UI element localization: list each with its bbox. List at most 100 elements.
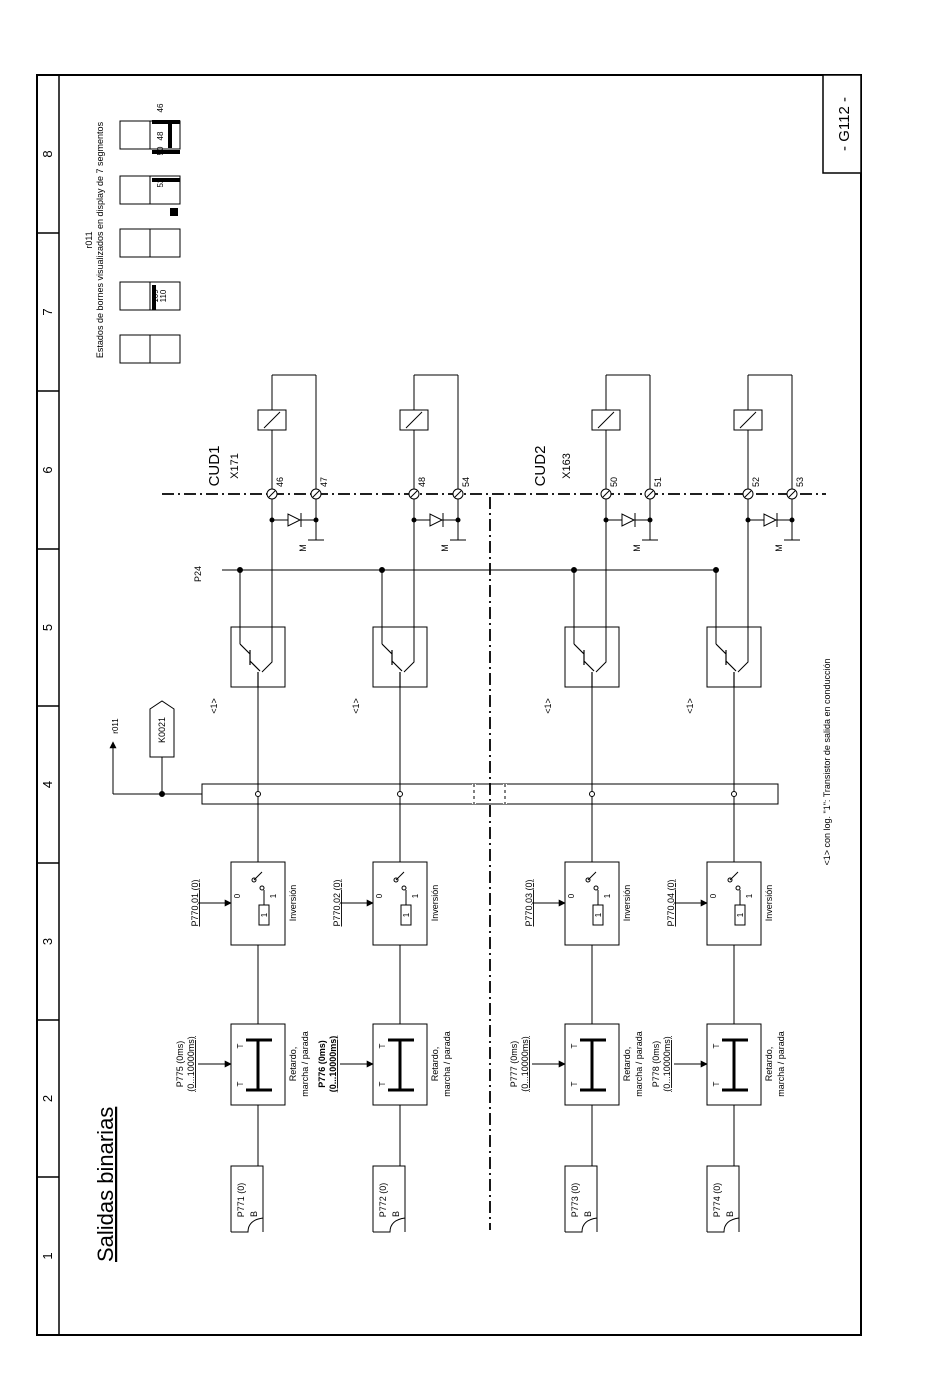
timer-t: T [236, 1081, 245, 1086]
timer-t: T [570, 1081, 579, 1086]
transistor-symbol [715, 643, 737, 687]
delay-param: P778 (0ms) [651, 1041, 661, 1088]
bus-tap [397, 791, 403, 797]
inv-param: P770.04 (0) [666, 879, 676, 926]
inversion-block [230, 861, 286, 946]
terminal-b-label: 47 [319, 477, 329, 487]
delay-caption: marcha / parada [442, 1031, 452, 1097]
note-mark: <1> [209, 698, 219, 714]
relay-coil-mark [739, 411, 757, 429]
terminal-b-label: 51 [653, 477, 663, 487]
terminal-a-mark [602, 490, 610, 498]
supply-junction [713, 567, 719, 573]
delay-symbol [388, 1038, 414, 1092]
delay-range: (0...10000ms) [520, 1036, 530, 1092]
cud2-name: CUD2 [532, 446, 549, 487]
relay-coil-mark [405, 411, 423, 429]
supply-junction [237, 567, 243, 573]
emitter-wire [737, 520, 749, 673]
inv-contact [401, 885, 407, 891]
seg-label-50: 50 [156, 146, 165, 155]
delay-caption: Retardo, [288, 1047, 298, 1082]
diode-junction [745, 517, 751, 523]
delay-caption: marcha / parada [776, 1031, 786, 1097]
segment-box [119, 120, 151, 150]
inv-param: P770.01 (0) [190, 879, 200, 926]
inv-contact [593, 885, 599, 891]
source-box-notch [373, 1217, 406, 1233]
source-param: P774 (0) [712, 1183, 722, 1218]
delay-symbol [580, 1038, 606, 1092]
timer-t: T [570, 1043, 579, 1048]
inv-contact [251, 877, 257, 883]
inversion-block [706, 861, 762, 946]
relay-coil-mark [597, 411, 615, 429]
source-box [372, 1165, 406, 1232]
diode-symbol [429, 513, 444, 527]
source-type: B [249, 1211, 259, 1217]
inv-caption: Inversión [622, 885, 632, 922]
display-param: r011 [84, 231, 94, 248]
terminal-b-mark [788, 490, 796, 498]
delay-symbol [722, 1038, 748, 1092]
source-type: B [725, 1211, 735, 1217]
column-number: 1 [40, 1252, 55, 1259]
inv-caption: Inversión [430, 885, 440, 922]
seg-label-109: 109 [151, 289, 160, 303]
inv-param: P770.02 (0) [332, 879, 342, 926]
source-box-notch [231, 1217, 264, 1233]
diode-symbol [287, 513, 302, 527]
page-id: - G112 - [836, 97, 853, 151]
display-caption: Estados de bornes visualizados en displa… [95, 121, 105, 358]
emitter-wire [261, 520, 273, 673]
seg-label-48: 48 [156, 131, 165, 140]
seg-label-110: 110 [159, 289, 168, 302]
source-box-notch [565, 1217, 598, 1233]
cud1-connector: X171 [229, 453, 241, 479]
connector-K0021 [149, 700, 175, 758]
segment-box [119, 175, 151, 205]
segment-lit [168, 124, 172, 148]
inv-caption: Inversión [764, 885, 774, 922]
diode-junction [269, 517, 275, 523]
column-number: 8 [40, 150, 55, 157]
delay-param: P776 (0ms) [317, 1040, 327, 1088]
segment-lit [152, 285, 156, 310]
gate-1: 1 [402, 912, 411, 917]
terminal-b-label: 53 [795, 477, 805, 487]
seven-segment-display [119, 120, 181, 364]
diode-symbol [621, 513, 636, 527]
inv-caption: Inversión [288, 885, 298, 922]
source-box [564, 1165, 598, 1232]
diode-symbol [763, 513, 778, 527]
gate-1: 1 [594, 912, 603, 917]
terminal-b-mark [454, 490, 462, 498]
timer-t: T [712, 1043, 721, 1048]
transistor-symbol [573, 643, 595, 687]
segment-dot [170, 208, 178, 216]
delay-caption: Retardo, [430, 1047, 440, 1082]
supply-label: P24 [193, 566, 203, 582]
terminal-a-label: 48 [417, 477, 427, 487]
switch-0: 0 [709, 893, 718, 898]
terminal-b-mark [312, 490, 320, 498]
supply-junction [571, 567, 577, 573]
timer-t: T [236, 1043, 245, 1048]
segment-box [119, 228, 151, 258]
inv-param: P770.03 (0) [524, 879, 534, 926]
gate-1: 1 [736, 912, 745, 917]
inversion-block [564, 861, 620, 946]
switch-0: 0 [233, 893, 242, 898]
segment-box [119, 281, 151, 311]
source-type: B [391, 1211, 401, 1217]
switch-0: 0 [567, 893, 576, 898]
delay-caption: marcha / parada [300, 1031, 310, 1097]
terminal-b-mark [646, 490, 654, 498]
cud1-name: CUD1 [206, 446, 223, 487]
source-box [706, 1165, 740, 1232]
timer-t: T [378, 1043, 387, 1048]
delay-caption: marcha / parada [634, 1031, 644, 1097]
segment-lit [152, 120, 180, 124]
ground-label: M [298, 544, 308, 552]
